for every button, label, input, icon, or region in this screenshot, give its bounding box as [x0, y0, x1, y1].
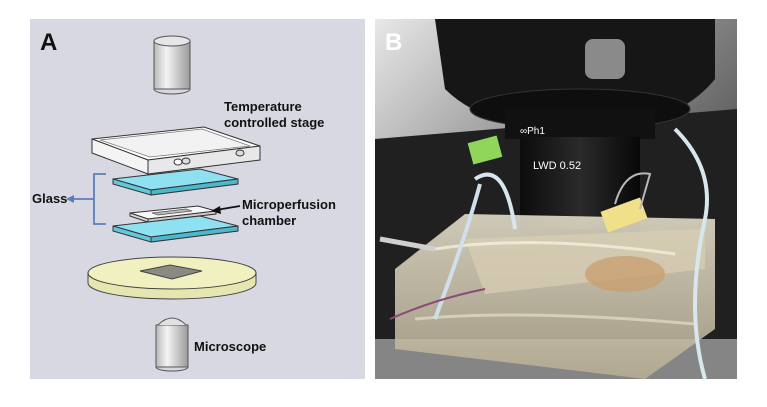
microscope-label: Microscope [194, 339, 267, 354]
binder-clips [467, 135, 652, 233]
phase-text: ∞Ph1 [520, 126, 545, 137]
condenser-cylinder [153, 35, 191, 95]
temperature-stage-label: Temperature controlled stage [224, 99, 324, 131]
microperfusion-label-line1: Microperfusion [242, 197, 336, 212]
photo-illustration: ∞Ph1 LWD 0.52 [375, 19, 737, 379]
lower-glass [112, 215, 239, 243]
panel-a-letter: A [40, 29, 58, 56]
glass-bracket [66, 173, 106, 225]
panel-b-photo: B ∞Ph1 [375, 19, 737, 379]
objective-lwd-text: LWD 0.52 [533, 160, 581, 172]
panel-a-schematic: A [30, 19, 365, 379]
microperfusion-chamber [129, 205, 217, 223]
microscope-objective [155, 317, 189, 372]
temperature-stage [91, 126, 261, 175]
panel-b-letter: B [385, 29, 403, 56]
schematic-drawing [66, 35, 261, 372]
microperfusion-chamber-label: Microperfusion chamber [242, 197, 336, 229]
upper-glass [112, 168, 239, 196]
chamber-arrow [211, 205, 241, 214]
stage-ring [87, 256, 257, 300]
microperfusion-label-line2: chamber [242, 213, 297, 228]
glass-label: Glass [32, 191, 68, 206]
temperature-stage-label-line1: Temperature [224, 99, 302, 114]
perfusion-chamber-photo [395, 214, 715, 379]
perfusion-tubes [379, 127, 709, 379]
temperature-stage-label-line2: controlled stage [224, 115, 325, 130]
